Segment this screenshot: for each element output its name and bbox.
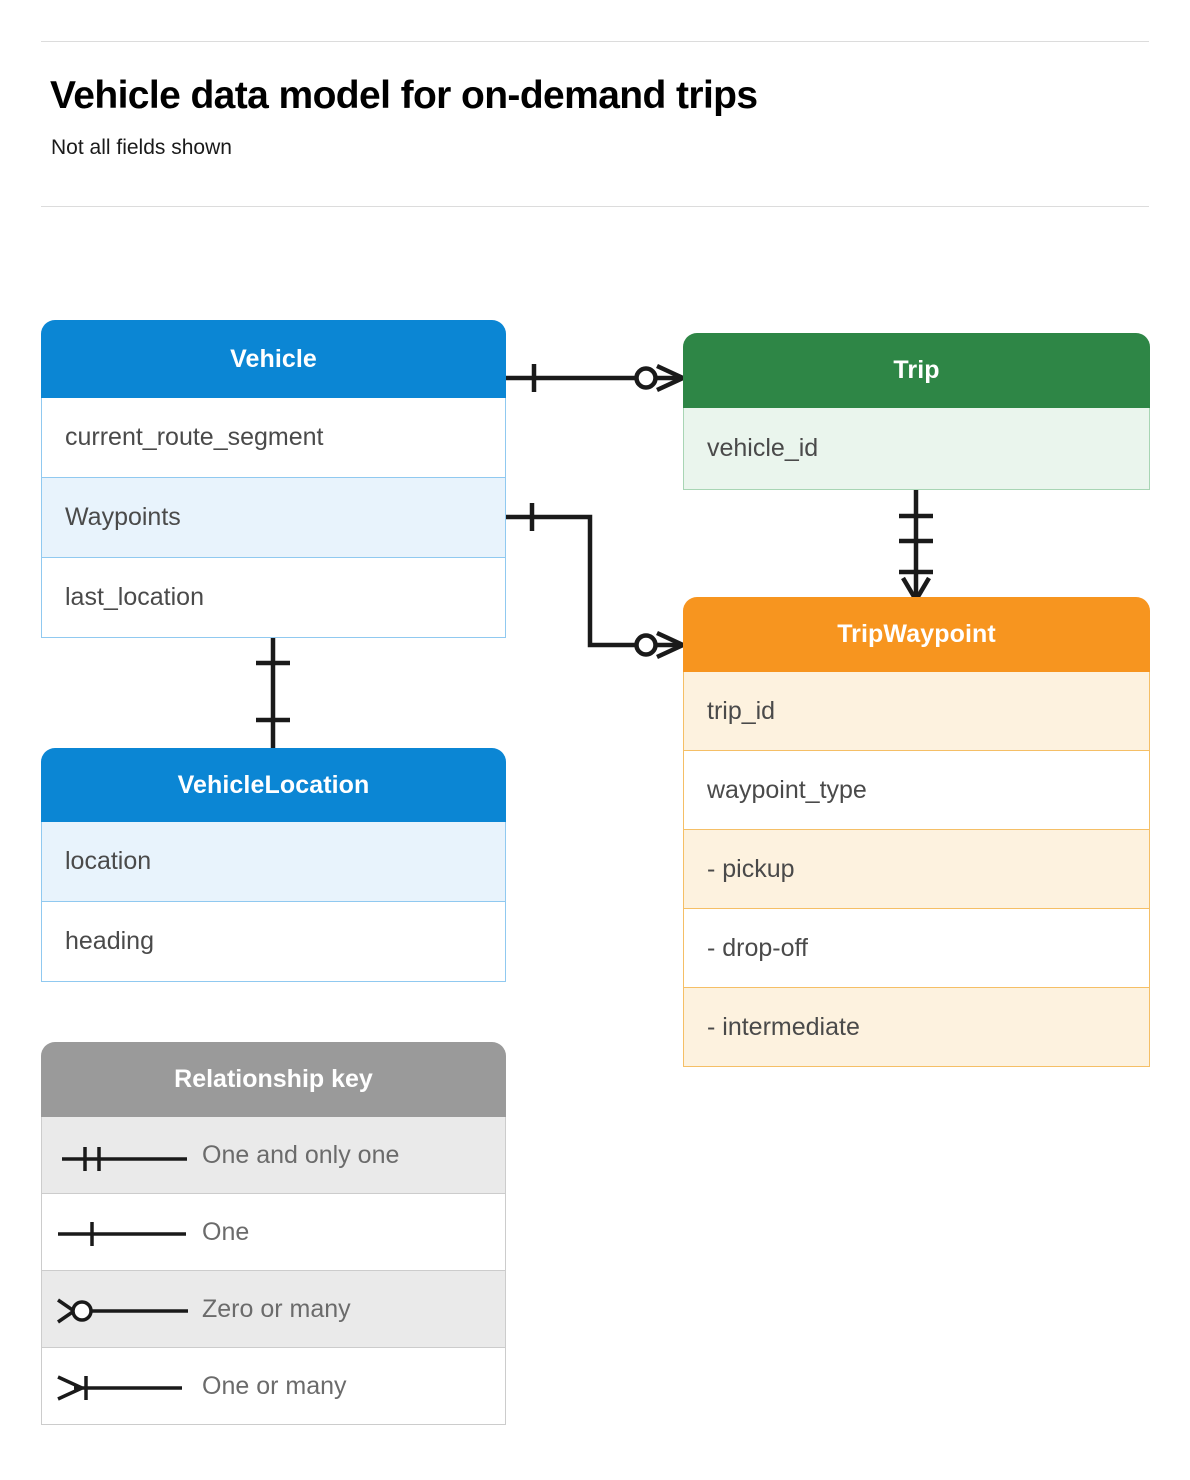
legend-item-zero-or-many: Zero or many [41, 1271, 506, 1348]
entity-trip-waypoint-value-intermediate[interactable]: - intermediate [683, 988, 1150, 1067]
entity-vehicle-location[interactable]: VehicleLocation location heading [41, 748, 506, 982]
legend-item-one-and-only-one: One and only one [41, 1117, 506, 1194]
connector-waypoints-tripwaypoint [506, 503, 684, 660]
connector-trip-tripwaypoint [899, 490, 933, 602]
entity-trip-waypoint-value-drop-off[interactable]: - drop-off [683, 909, 1150, 988]
legend-label-one: One [202, 1217, 250, 1246]
entity-trip-waypoint[interactable]: TripWaypoint trip_id waypoint_type - pic… [683, 597, 1150, 1067]
one-or-many-icon [57, 1374, 182, 1401]
connector-vehicle-trip [506, 363, 684, 393]
bottom-divider [41, 206, 1149, 207]
entity-trip-waypoint-title: TripWaypoint [683, 597, 1150, 672]
connector-vehicle-vehiclelocation [256, 637, 290, 752]
entity-vehicle-location-field-location[interactable]: location [41, 822, 506, 902]
entity-trip-waypoint-value-pickup[interactable]: - pickup [683, 830, 1150, 909]
one-icon [58, 1221, 186, 1246]
zero-or-many-icon [57, 1298, 188, 1323]
entity-trip[interactable]: Trip vehicle_id [683, 333, 1150, 490]
legend-label-zero-or-many: Zero or many [202, 1294, 351, 1323]
relationship-key-legend: Relationship key One and only one One [41, 1042, 506, 1425]
entity-vehicle-location-field-heading[interactable]: heading [41, 902, 506, 982]
top-divider [41, 41, 1149, 42]
legend-label-one-and-only-one: One and only one [202, 1140, 400, 1169]
entity-trip-waypoint-field-trip-id[interactable]: trip_id [683, 672, 1150, 751]
legend-label-one-or-many: One or many [202, 1371, 347, 1400]
page-title: Vehicle data model for on-demand trips [50, 74, 758, 117]
entity-vehicle-location-title: VehicleLocation [41, 748, 506, 822]
entity-vehicle-field-last-location[interactable]: last_location [41, 558, 506, 638]
entity-trip-field-vehicle-id[interactable]: vehicle_id [683, 408, 1150, 490]
legend-title: Relationship key [41, 1042, 506, 1117]
entity-vehicle[interactable]: Vehicle current_route_segment Waypoints … [41, 320, 506, 638]
page-subtitle: Not all fields shown [51, 136, 232, 159]
one-and-only-one-icon [62, 1146, 187, 1171]
entity-trip-waypoint-field-waypoint-type[interactable]: waypoint_type [683, 751, 1150, 830]
legend-item-one: One [41, 1194, 506, 1271]
legend-item-one-or-many: One or many [41, 1348, 506, 1425]
entity-vehicle-field-waypoints[interactable]: Waypoints [41, 478, 506, 558]
entity-vehicle-title: Vehicle [41, 320, 506, 398]
entity-trip-title: Trip [683, 333, 1150, 408]
entity-vehicle-field-current-route-segment[interactable]: current_route_segment [41, 398, 506, 478]
